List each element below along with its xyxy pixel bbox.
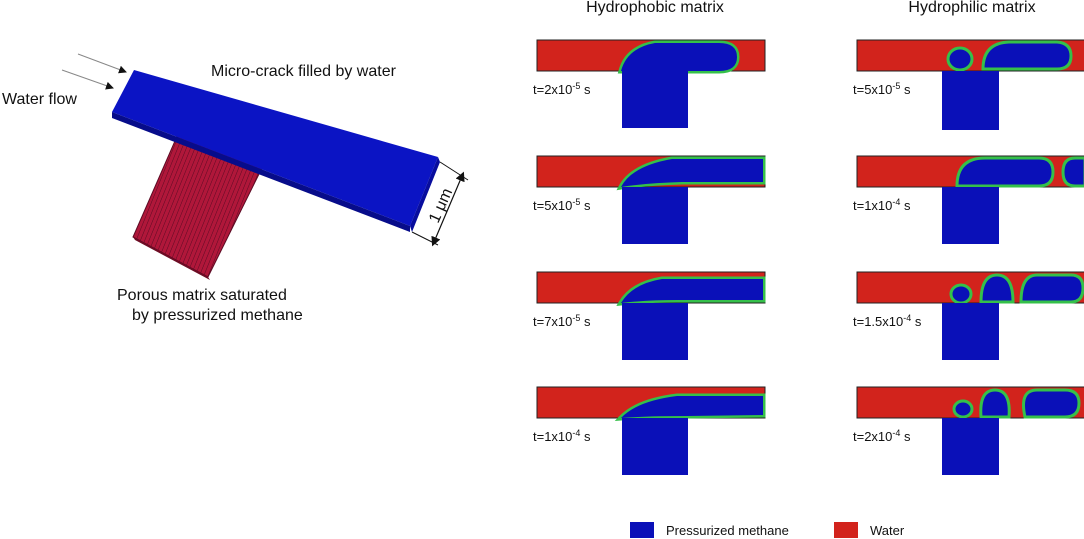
schematic: 1 μm Water flow Micro-crack filled by wa… xyxy=(2,53,469,324)
methane-bubbles xyxy=(952,388,1081,419)
legend-swatch-water xyxy=(834,522,858,538)
methane-bubbles xyxy=(946,40,1073,72)
scale-bar xyxy=(431,171,465,247)
porous-matrix-label-line2: by pressurized methane xyxy=(132,307,303,324)
matrix-domain xyxy=(622,187,688,244)
hydrophilic-panel-2: t=1x10-4 s xyxy=(853,155,1084,244)
time-label: t=1x10-4 s xyxy=(853,197,911,213)
hydrophilic-panel-4: t=2x10-4 s xyxy=(853,386,1084,475)
matrix-domain xyxy=(622,303,688,360)
methane-plume xyxy=(621,279,763,303)
hydrophobic-panel-1: t=2x10-5 s xyxy=(533,39,766,128)
micro-crack-label: Micro-crack filled by water xyxy=(211,63,397,80)
matrix-domain xyxy=(942,71,999,130)
matrix-domain xyxy=(942,303,999,360)
scale-label: 1 μm xyxy=(426,186,456,226)
hydrophobic-panel-3: t=7x10-5 s xyxy=(533,271,766,360)
methane-bubbles xyxy=(955,156,1084,188)
scale-extension-2 xyxy=(411,231,439,246)
time-label: t=5x10-5 s xyxy=(853,81,911,97)
legend-label-methane: Pressurized methane xyxy=(666,523,789,538)
matrix-domain xyxy=(622,71,688,128)
time-label: t=1x10-4 s xyxy=(533,428,591,444)
methane-plume xyxy=(621,159,763,187)
column-title-hydrophobic: Hydrophobic matrix xyxy=(586,0,724,16)
hydrophilic-panel-1: t=5x10-5 s xyxy=(853,39,1084,130)
micro-crack-front-face xyxy=(112,112,410,232)
hydrophilic-panel-3: t=1.5x10-4 s xyxy=(853,271,1084,360)
methane-plume xyxy=(621,396,763,418)
micro-crack-top-face xyxy=(112,70,438,226)
water-flow-arrow-2 xyxy=(61,69,114,90)
porous-matrix-side xyxy=(133,237,210,280)
matrix-domain xyxy=(942,418,999,475)
time-label: t=2x10-4 s xyxy=(853,428,911,444)
time-label: t=2x10-5 s xyxy=(533,81,591,97)
water-flow-label: Water flow xyxy=(2,91,77,108)
matrix-domain xyxy=(942,187,999,244)
scale-extension-1 xyxy=(439,161,469,181)
legend-label-water: Water xyxy=(870,523,905,538)
hydrophobic-panel-2: t=5x10-5 s xyxy=(533,155,766,244)
legend-swatch-methane xyxy=(630,522,654,538)
column-title-hydrophilic: Hydrophilic matrix xyxy=(908,0,1035,16)
time-label: t=1.5x10-4 s xyxy=(853,313,922,329)
water-flow-arrow-1 xyxy=(77,53,127,74)
methane-plume xyxy=(621,43,737,71)
time-label: t=7x10-5 s xyxy=(533,313,591,329)
time-label: t=5x10-5 s xyxy=(533,197,591,213)
porous-matrix-label-line1: Porous matrix saturated xyxy=(117,287,287,304)
methane-bubbles xyxy=(949,273,1084,305)
hydrophobic-panel-4: t=1x10-4 s xyxy=(533,386,766,475)
matrix-domain xyxy=(622,418,688,475)
legend: Pressurized methane Water xyxy=(630,522,905,538)
